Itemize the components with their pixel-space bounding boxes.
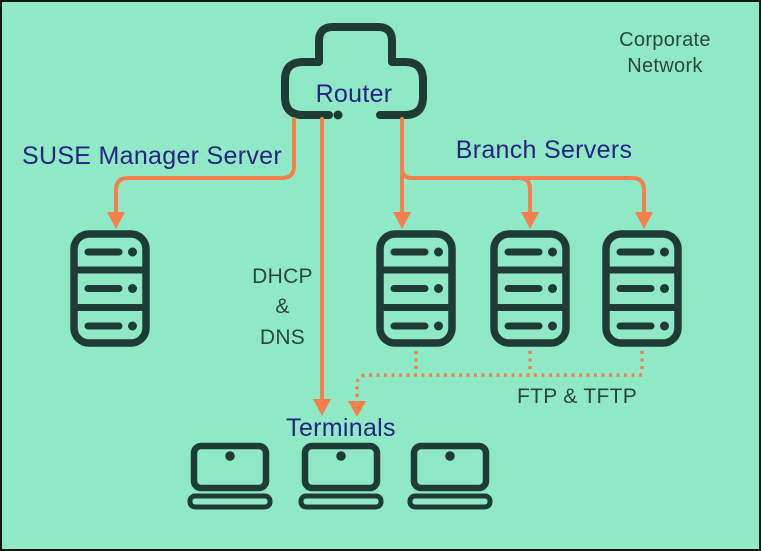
- terminal-laptop-1-icon: [190, 446, 270, 507]
- dotted-arrow-branch-servers-to-terminals: [348, 351, 644, 417]
- arrowhead-icon: [521, 212, 539, 229]
- terminal-laptop-2-icon: [301, 446, 381, 507]
- dhcp-dns-label: DHCP & DNS: [252, 265, 313, 349]
- arrowhead-icon: [348, 401, 366, 417]
- arrowhead-icon: [107, 212, 125, 229]
- arrow-router-to-branch-servers: [393, 117, 653, 229]
- arrowhead-icon: [393, 212, 411, 229]
- ftp-tftp-label: FTP & TFTP: [516, 385, 638, 408]
- router-label: Router: [315, 80, 393, 108]
- suse-manager-server-icon: [73, 234, 147, 343]
- arrow-router-to-terminals: [313, 117, 331, 416]
- arrow-router-to-suse-manager: [107, 117, 296, 229]
- branch-server-2-icon: [493, 234, 567, 343]
- corporate-network-label: Corporate Network: [619, 29, 711, 78]
- cloud-router-icon: [281, 23, 427, 120]
- branch-server-3-icon: [605, 234, 679, 343]
- branch-server-1-icon: [379, 234, 453, 343]
- terminals-label: Terminals: [286, 414, 396, 442]
- arrowhead-icon: [635, 212, 653, 229]
- branch-servers-label: Branch Servers: [455, 136, 633, 164]
- suse-manager-server-label: SUSE Manager Server: [22, 142, 282, 170]
- arrowhead-icon: [313, 399, 331, 416]
- terminal-laptop-3-icon: [410, 446, 490, 507]
